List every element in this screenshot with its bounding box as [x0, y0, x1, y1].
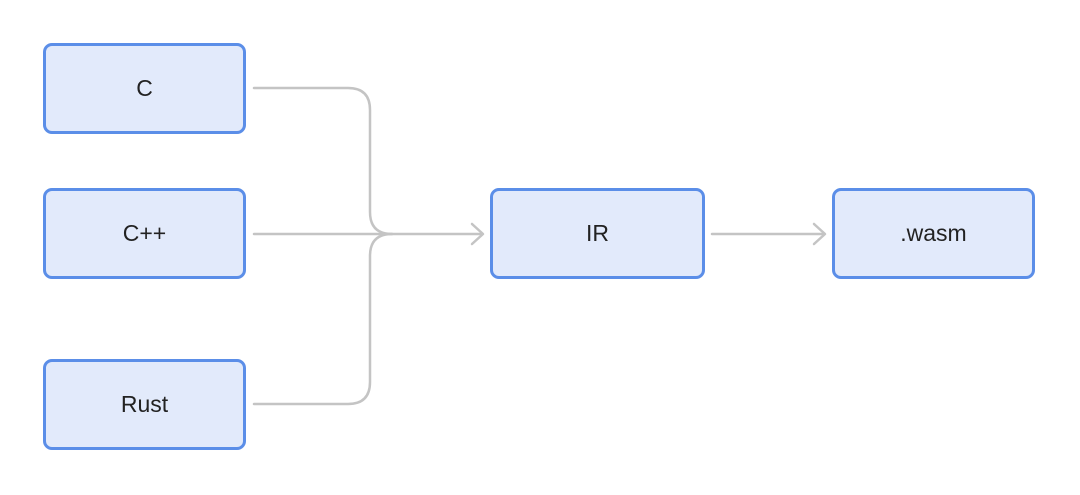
node-rust-label: Rust	[120, 391, 169, 417]
node-cpp-label: C++	[122, 220, 167, 246]
node-c: C	[43, 43, 246, 134]
node-wasm-label: .wasm	[900, 220, 967, 246]
node-c-label: C	[136, 75, 153, 101]
edge-rust-to-ir	[252, 232, 394, 406]
arrowhead-ir	[470, 222, 485, 246]
node-ir: IR	[490, 188, 705, 279]
edge-c-to-ir	[252, 86, 394, 236]
node-wasm: .wasm	[832, 188, 1035, 279]
node-ir-label: IR	[586, 220, 609, 246]
node-cpp: C++	[43, 188, 246, 279]
arrowhead-wasm	[812, 222, 827, 246]
node-rust: Rust	[43, 359, 246, 450]
